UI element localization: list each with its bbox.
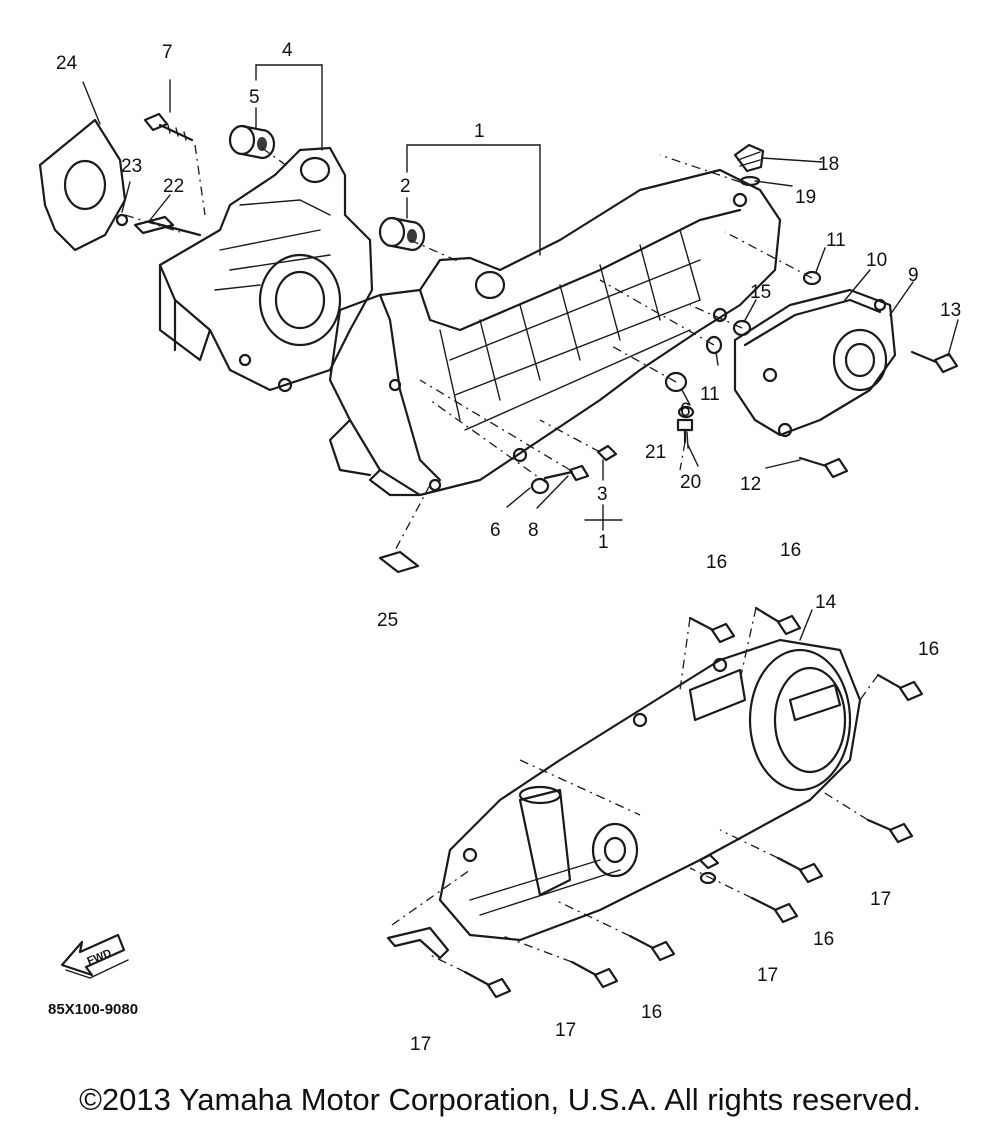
part-1-crankcase-main	[328, 168, 782, 497]
callout-17-bottom: 17	[555, 1020, 576, 1041]
callout-brackets	[82, 64, 959, 641]
callout-18: 18	[818, 154, 839, 175]
callout-2: 2	[400, 176, 411, 197]
callout-10: 10	[866, 250, 887, 271]
callout-17-center: 17	[757, 965, 778, 986]
callout-7: 7	[162, 42, 173, 63]
bolts-12-13	[798, 350, 959, 479]
part-24-plate	[38, 118, 127, 252]
part-2-bushing	[378, 216, 426, 252]
callout-1: 1	[474, 121, 485, 142]
callout-22: 22	[163, 176, 184, 197]
callout-4: 4	[282, 40, 293, 61]
callout-8: 8	[528, 520, 539, 541]
callout-11-upper: 11	[826, 230, 846, 251]
callout-25: 25	[377, 610, 398, 631]
fwd-arrow-icon: FWD	[60, 933, 129, 979]
callout-16-right: 16	[918, 639, 939, 660]
leader-lines	[124, 144, 879, 973]
bracket	[386, 926, 450, 960]
copyright-notice: ©2013 Yamaha Motor Corporation, U.S.A. A…	[79, 1082, 921, 1117]
callout-16-lower-right: 16	[813, 929, 834, 950]
callout-16-bottom: 16	[641, 1002, 662, 1023]
callout-11-lower: 11	[700, 384, 720, 405]
callout-12: 12	[740, 474, 761, 495]
callout-17-right: 17	[870, 889, 891, 910]
small-fittings	[378, 270, 822, 574]
callout-9: 9	[908, 265, 919, 286]
callout-15: 15	[750, 282, 771, 303]
callout-23: 23	[121, 156, 142, 177]
diagram-code: 85X100-9080	[48, 1001, 138, 1018]
callout-5: 5	[249, 87, 260, 108]
callout-24: 24	[56, 53, 78, 74]
callout-13: 13	[940, 300, 961, 321]
callout-1-lower: 1	[598, 532, 609, 553]
part-5-bushing	[228, 124, 276, 160]
callout-21: 21	[645, 442, 666, 463]
callout-numbers: 1 1 2 3 4 5 6 6 7 8 9 10 11 11 12 13 14 …	[56, 40, 961, 1055]
callout-20: 20	[680, 472, 701, 493]
bolts-16-17	[463, 606, 924, 999]
callout-3: 3	[597, 484, 608, 505]
callout-6-right: 6	[680, 400, 691, 421]
fwd-label: FWD	[86, 947, 114, 968]
part-9-10-side-cover	[733, 288, 897, 438]
callout-14: 14	[815, 592, 837, 613]
part-7-bolt	[143, 112, 194, 142]
callout-19: 19	[795, 187, 816, 208]
part-22-23-fittings	[115, 213, 202, 237]
part-14-transmission-cover	[438, 638, 862, 942]
callout-17-bottom-left: 17	[410, 1034, 431, 1055]
part-4-crankcase-left	[158, 146, 374, 393]
callout-6-left: 6	[490, 520, 501, 541]
callout-16-top-right: 16	[780, 540, 801, 561]
callout-16-top-left: 16	[706, 552, 727, 573]
